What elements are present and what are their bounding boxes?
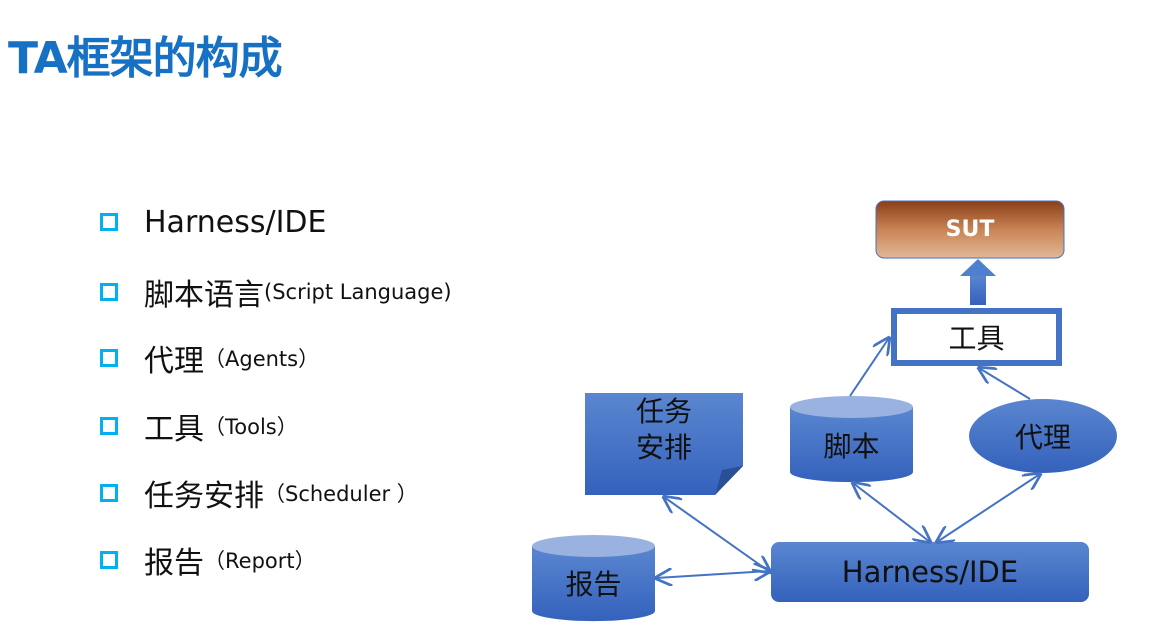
sut-box (875, 200, 1065, 259)
tools-box (891, 308, 1062, 366)
harness-label: Harness/IDE (841, 555, 1019, 589)
up-arrow-icon (960, 259, 996, 305)
scheduler-label: 任务 安排 (585, 394, 743, 466)
bullet-subtext: （Scheduler ） (264, 482, 418, 506)
script-cylinder (790, 396, 913, 483)
scheduler-label-line: 安排 (635, 431, 692, 464)
bullet-subtext: （Report） (204, 549, 316, 573)
connector-harness-script (853, 483, 930, 542)
agent-ellipse (969, 399, 1117, 473)
bullet-subtext: （Tools） (204, 415, 298, 439)
harness-box (771, 542, 1089, 602)
report-label: 报告 (565, 568, 622, 601)
tools-label: 工具 (948, 322, 1005, 355)
square-bullet-icon (100, 484, 118, 502)
bullet-item: 代理（Agents） (100, 338, 320, 379)
scheduler-label-line: 任务 (635, 395, 692, 428)
bullet-subtext: (Script Language) (264, 280, 452, 304)
sut-label: SUT (945, 217, 995, 242)
square-bullet-icon (100, 551, 118, 569)
bullet-text: 脚本语言 (144, 278, 264, 313)
bullet-item: 任务安排（Scheduler ） (100, 473, 418, 514)
scheduler-note (585, 393, 743, 495)
bullet-item: 脚本语言(Script Language) (100, 272, 452, 313)
bullet-text: 代理 (144, 344, 204, 379)
square-bullet-icon (100, 417, 118, 435)
square-bullet-icon (100, 349, 118, 367)
report-cylinder (532, 535, 655, 622)
bullet-text: 工具 (144, 412, 204, 447)
bullet-text: Harness/IDE (144, 204, 327, 240)
square-bullet-icon (100, 213, 118, 231)
agent-label: 代理 (1014, 421, 1071, 454)
connector-harness-agent (937, 474, 1040, 542)
bullet-item: 报告（Report） (100, 540, 316, 581)
script-label: 脚本 (823, 430, 880, 463)
bullet-item: 工具（Tools） (100, 406, 298, 447)
square-bullet-icon (100, 283, 118, 301)
connector-script-tools (849, 338, 889, 397)
note-fold (715, 466, 743, 495)
connector-report-harness (656, 571, 770, 578)
slide-title: TA框架的构成 (8, 33, 283, 84)
bullet-text: 任务安排 (144, 479, 264, 514)
connector-agent-tools (979, 368, 1031, 400)
bullet-subtext: （Agents） (204, 347, 320, 371)
connector-scheduler-harness (664, 497, 770, 572)
bullet-text: 报告 (144, 546, 204, 581)
bullet-item: Harness/IDE (100, 202, 327, 242)
